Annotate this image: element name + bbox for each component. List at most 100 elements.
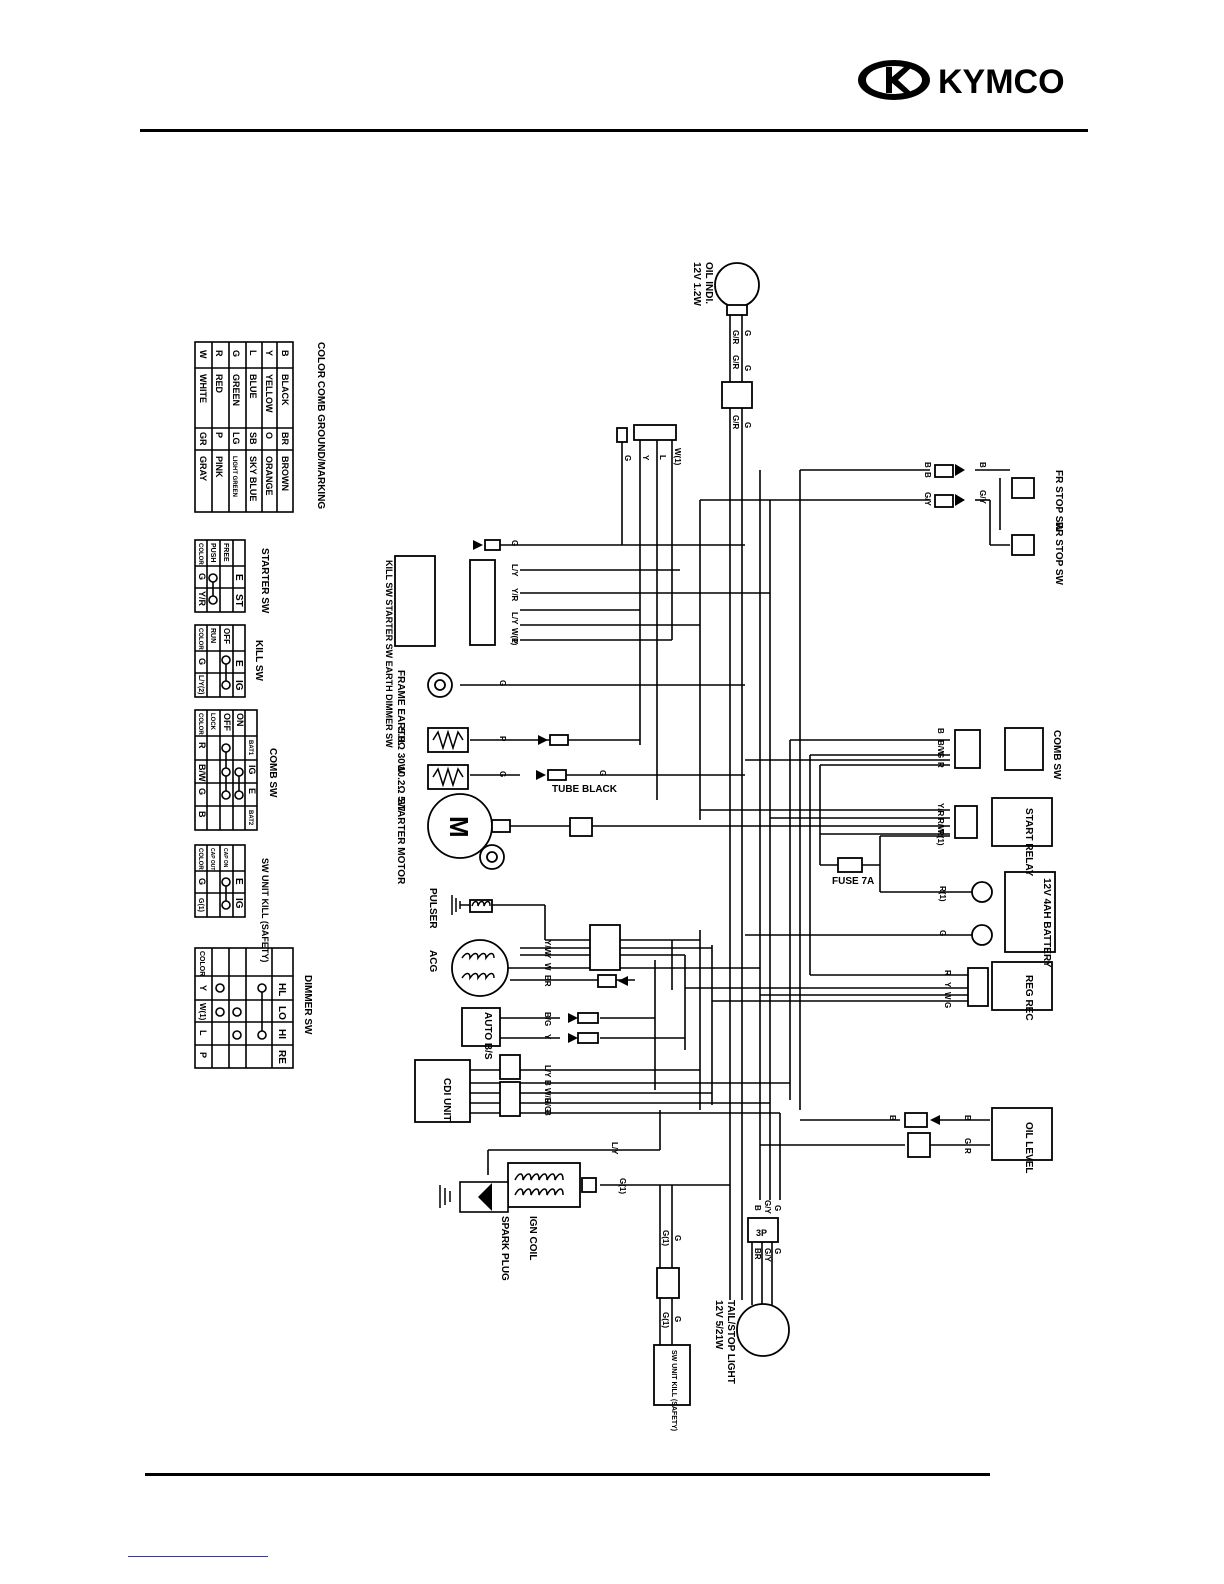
wire-color-label: W/R: [543, 1088, 552, 1104]
wire-color-label: B: [543, 1080, 552, 1086]
rr-stop-sw-label: RR STOP SW: [1053, 522, 1064, 586]
wire-color-label: BR: [753, 1248, 762, 1260]
color-code: SB: [248, 432, 258, 445]
footer-link-line: [128, 1556, 268, 1557]
header-rule: [140, 129, 1088, 132]
wire-color-label: B: [936, 728, 945, 734]
color-code: B: [280, 350, 290, 357]
wire-color-label: B: [978, 462, 987, 468]
color-name: LIGHT GREEN: [231, 456, 237, 497]
wire-color-label: COLOR: [198, 951, 205, 976]
start-relay-body: [991, 797, 1053, 847]
color-name: GRAY: [198, 456, 208, 481]
wire-color-label: E: [233, 878, 244, 885]
dimmer-sw-title: DIMMER SW: [302, 975, 313, 1035]
color-code: Y: [264, 350, 274, 356]
starter-motor-label: STARTER MOTOR: [395, 798, 406, 885]
reg-rec-body: [991, 961, 1053, 1011]
wire-color-label: G: [936, 752, 945, 758]
wire-color-label: G: [743, 365, 752, 371]
color-code: GR: [198, 432, 208, 446]
wire-color-label: G/Y: [923, 492, 932, 506]
wire-color-label: G: [510, 540, 519, 546]
wire-color-label: P: [510, 638, 519, 644]
wire-color-label: B: [753, 1205, 762, 1211]
wire-color-label: Y: [641, 455, 650, 461]
wire-color-label: G/R: [731, 355, 740, 369]
oil-indi-rating: 12V 1.2W: [691, 262, 702, 306]
color-code: R: [214, 350, 224, 357]
sw-unit-kill-label: SW UNIT KILL (SAFETY): [670, 1350, 677, 1431]
spark-plug-label: SPARK PLUG: [499, 1216, 510, 1281]
battery-label: 12V 4AH BATTERY: [1041, 878, 1052, 968]
wire-color-label: G/R: [731, 330, 740, 344]
wire-color-label: Y/R: [197, 591, 207, 607]
wire-color-label: L/Y: [510, 612, 519, 625]
diode: [473, 540, 483, 550]
wire-color-label: CAP OUT: [209, 848, 215, 870]
kymco-logo: KYMCO: [856, 58, 1092, 102]
tail-stop-bulb: [736, 1303, 790, 1357]
tail-stop-label: TAIL/STOP LIGHT: [725, 1300, 736, 1384]
wire-color-label: BR: [543, 975, 552, 987]
color-name: PINK: [214, 456, 224, 478]
wire-color-label: COLOR: [197, 713, 203, 735]
color-code: W: [198, 350, 208, 359]
wire-color-label: G: [197, 573, 207, 580]
wire-color-label: CAP ON: [222, 848, 228, 868]
brand-name: KYMCO: [938, 63, 1065, 101]
comb-sw-title: COMB SW: [267, 748, 278, 798]
wire-color-label: E: [233, 660, 244, 667]
wire-color-label: IG: [247, 765, 257, 775]
acg-body: [451, 939, 509, 997]
diode: [930, 1115, 940, 1125]
wire-color-label: Y: [543, 1034, 552, 1040]
wire-color-label: W: [543, 963, 552, 971]
color-table-title: COLOR COMB GROUND/MARKING: [315, 342, 326, 509]
rr-stop-sw-body: [1011, 534, 1035, 556]
wire-color-label: FREE: [222, 543, 229, 562]
wire-color-label: COLOR: [197, 543, 203, 565]
wire-color-label: B/W: [936, 740, 945, 756]
battery-body: [1004, 871, 1056, 953]
wire-color-label: LO: [276, 1006, 287, 1020]
kill-sw-title: KILL SW: [253, 640, 264, 681]
wire-color-label: B: [888, 1115, 897, 1121]
wire-color-label: G/Y: [763, 1248, 772, 1262]
wire-color-label: Y/R: [936, 803, 945, 817]
wire-color-label: G: [197, 658, 207, 665]
start-relay-label: START RELAY: [1023, 808, 1034, 877]
color-name: BLUE: [248, 374, 258, 399]
wire-color-label: L/Y: [510, 564, 519, 577]
diode: [536, 770, 546, 780]
resistor-1-label: 5.9Ω 30W: [395, 728, 406, 774]
oil-indi-label: OIL INDI.: [703, 262, 714, 304]
wire-color-label: G/Y: [763, 1200, 772, 1214]
wire-color-label: G: [943, 1002, 952, 1008]
wire-color-label: LOCK: [209, 713, 215, 731]
wire-color-label: G/Y: [978, 490, 987, 504]
fr-stop-sw-body: [1011, 477, 1035, 499]
wire-color-label: G(1): [661, 1312, 670, 1328]
color-name: YELLOW: [264, 374, 274, 413]
connector-3p-label: 3P: [756, 1228, 767, 1238]
wire-color-label: G: [197, 788, 207, 795]
fr-stop-sw-label: FR STOP SW: [1053, 470, 1064, 532]
wire-color-label: Y/R: [510, 588, 519, 602]
starter-sw-title: STARTER SW: [259, 548, 270, 614]
wire-color-label: G: [673, 1235, 682, 1241]
wire-color-label: E: [247, 788, 257, 794]
handle-switch-housing: [394, 555, 436, 647]
ign-coil-body: [507, 1162, 581, 1208]
fuse-7a: [837, 857, 863, 873]
wire-color-label: Y: [943, 982, 952, 988]
wire-color-label: R: [943, 970, 952, 976]
wire-color-label: BAT2: [247, 810, 253, 826]
comb-sw-label: COMB SW: [1051, 730, 1062, 780]
wire-color-label: B/G: [543, 1098, 552, 1112]
wire-color-label: OFF: [222, 713, 232, 731]
color-code: G: [231, 350, 241, 357]
wire-color-label: RE: [276, 1050, 287, 1064]
wire-color-label: G: [673, 1316, 682, 1322]
